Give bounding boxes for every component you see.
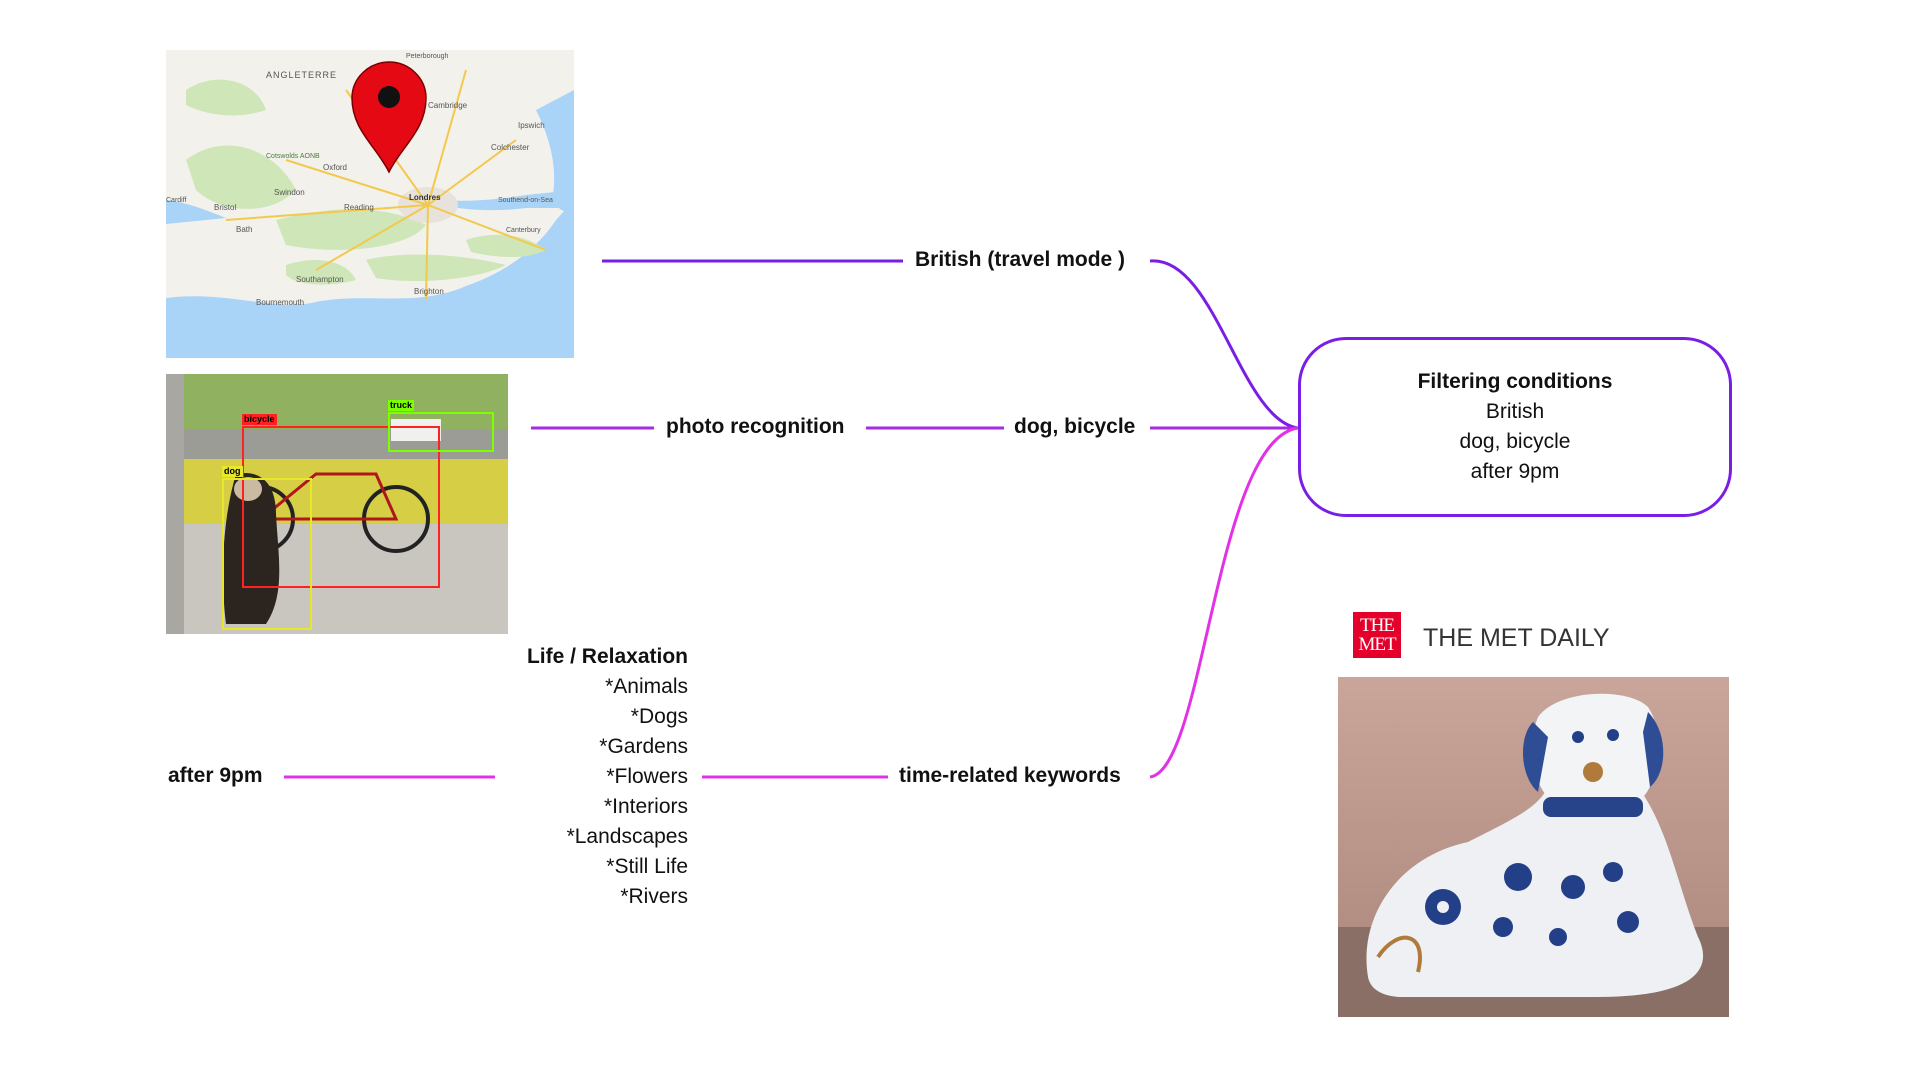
truck-bounding-box (388, 412, 494, 452)
category-item: *Animals (605, 675, 688, 698)
detection-photo: bicycle dog truck (166, 374, 508, 634)
map-label-bournemouth: Bournemouth (256, 298, 304, 307)
map-label-oxford: Oxford (323, 163, 347, 172)
met-logo-line1: THE (1360, 615, 1395, 636)
filter-box-title: Filtering conditions (1417, 370, 1613, 393)
met-daily-title: THE MET DAILY (1423, 624, 1610, 652)
map-label-colchester: Colchester (491, 143, 530, 152)
map-label-cambridge: Cambridge (428, 101, 468, 110)
category-item: *Rivers (620, 885, 688, 908)
map-label-brighton: Brighton (414, 287, 444, 296)
map-label-peterborough: Peterborough (406, 53, 449, 60)
met-logo: THE MET (1353, 612, 1401, 658)
map-label-cotswolds: Cotswolds AONB (266, 153, 320, 160)
map-label-bath: Bath (236, 225, 252, 234)
map-label-swindon: Swindon (274, 188, 305, 197)
category-item: *Landscapes (566, 825, 688, 848)
map-label-ipswich: Ipswich (518, 121, 545, 130)
time-related-keywords-label: time-related keywords (899, 764, 1121, 787)
filter-condition-after-9pm: after 9pm (1470, 460, 1560, 483)
filter-condition-british: British (1485, 400, 1545, 423)
location-pin-icon (351, 61, 427, 174)
dog-tag: dog (222, 466, 243, 477)
map-label-reading: Reading (344, 203, 374, 212)
category-item: *Flowers (606, 765, 688, 788)
filtering-conditions-box: Filtering conditions British dog, bicycl… (1298, 337, 1732, 517)
map-label-southampton: Southampton (296, 275, 344, 284)
category-item: *Gardens (599, 735, 688, 758)
after-9pm-label: after 9pm (168, 764, 263, 787)
dog-bounding-box (222, 478, 312, 630)
category-item: *Interiors (603, 795, 688, 818)
dog-bicycle-label: dog, bicycle (1014, 415, 1136, 438)
met-logo-line2: MET (1358, 634, 1396, 655)
filter-condition-dog-bicycle: dog, bicycle (1459, 430, 1571, 453)
porcelain-dog-photo (1338, 677, 1729, 1017)
category-list: Life / Relaxation *Animals *Dogs *Garden… (527, 642, 688, 912)
category-title: Life / Relaxation (526, 645, 688, 668)
connector-time-to-filter (1149, 426, 1299, 779)
map-label-cardiff: Cardiff (166, 197, 187, 204)
connector-british-to-filter (1149, 259, 1299, 430)
british-travel-mode-label: British (travel mode ) (915, 248, 1126, 271)
truck-tag: truck (388, 400, 415, 411)
map-image: ANGLETERRE Cambridge Oxford Londres Read… (166, 50, 574, 358)
category-item: *Dogs (630, 705, 688, 728)
map-label-bristol: Bristol (214, 203, 236, 212)
category-item: *Still Life (606, 855, 688, 878)
map-label-southend: Southend-on-Sea (498, 197, 553, 204)
map-label-londres: Londres (409, 193, 441, 202)
map-label-angleterre: ANGLETERRE (266, 70, 337, 80)
bicycle-bounding-box (242, 426, 440, 588)
map-label-canterbury: Canterbury (506, 227, 541, 234)
photo-recognition-label: photo recognition (666, 415, 845, 438)
bicycle-tag: bicycle (242, 414, 277, 425)
